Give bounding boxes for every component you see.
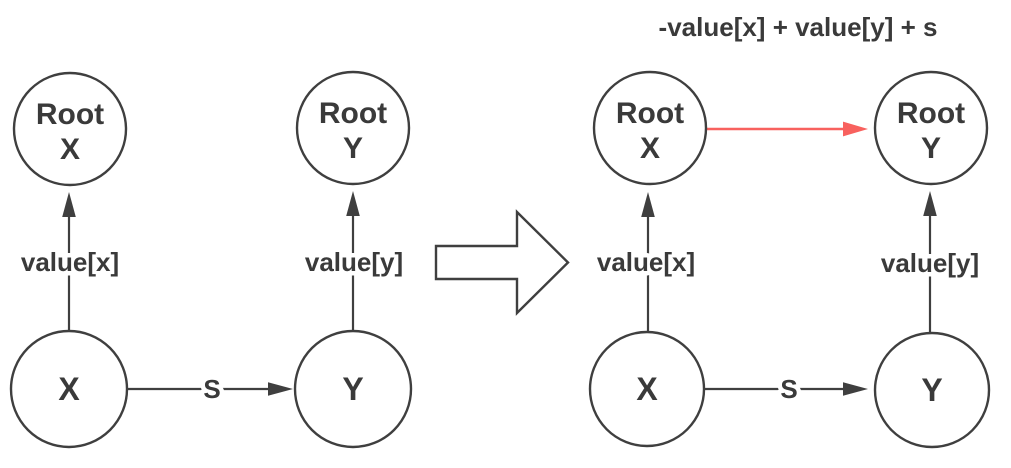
right-node-root-y bbox=[873, 70, 989, 186]
left-node-y bbox=[293, 329, 413, 449]
right-node-x-label: X bbox=[636, 371, 658, 407]
right-node-root-y-label-line2: Y bbox=[921, 132, 941, 165]
right-edge-y-to-rooty-arrowhead-up-icon bbox=[923, 191, 937, 216]
right-node-root-x-label-line1: Root bbox=[616, 97, 684, 130]
right-edge-value-y-label: value[y] bbox=[881, 248, 979, 278]
right-node-y bbox=[873, 331, 991, 449]
left-edge-value-y-label: value[y] bbox=[305, 247, 403, 277]
right-edge-value-x-label: value[x] bbox=[597, 247, 695, 277]
right-node-root-x-label-line2: X bbox=[640, 132, 660, 165]
right-node-x bbox=[588, 330, 706, 448]
left-edge-y-to-rooty-arrowhead-up-icon bbox=[346, 191, 360, 216]
right-graph: -value[x] + value[y] + s value[x] value[… bbox=[588, 12, 991, 449]
right-edge-rootx-to-rooty-red-arrowhead-icon bbox=[843, 121, 868, 137]
right-node-root-x bbox=[592, 70, 708, 186]
left-edge-x-to-rootx-arrowhead-up-icon bbox=[62, 192, 76, 217]
left-graph: value[x] value[y] S Root X Root Y X Y bbox=[9, 70, 413, 449]
left-edge-value-x-label: value[x] bbox=[21, 247, 119, 277]
left-node-x bbox=[9, 329, 129, 449]
left-node-root-y-label-line2: Y bbox=[343, 132, 363, 165]
left-node-root-y bbox=[295, 70, 411, 186]
left-node-root-y-label-line1: Root bbox=[319, 97, 387, 130]
left-node-root-x bbox=[12, 71, 128, 187]
left-node-x-label: X bbox=[58, 371, 80, 407]
left-node-root-x-label-line2: X bbox=[60, 133, 80, 166]
right-node-y-label: Y bbox=[921, 372, 942, 408]
right-node-root-y-label-line1: Root bbox=[897, 97, 965, 130]
left-node-y-label: Y bbox=[342, 371, 363, 407]
right-edge-x-to-y-arrowhead-right-icon bbox=[843, 382, 868, 396]
transform-arrow-icon bbox=[434, 209, 570, 316]
left-edge-x-to-y-arrowhead-right-icon bbox=[268, 382, 293, 396]
right-edge-s-label: S bbox=[780, 374, 797, 404]
right-edge-x-to-rootx-arrowhead-up-icon bbox=[641, 192, 655, 217]
left-edge-s-label: S bbox=[203, 374, 220, 404]
left-node-root-x-label-line1: Root bbox=[36, 98, 104, 131]
red-edge-annotation-label: -value[x] + value[y] + s bbox=[659, 12, 938, 42]
